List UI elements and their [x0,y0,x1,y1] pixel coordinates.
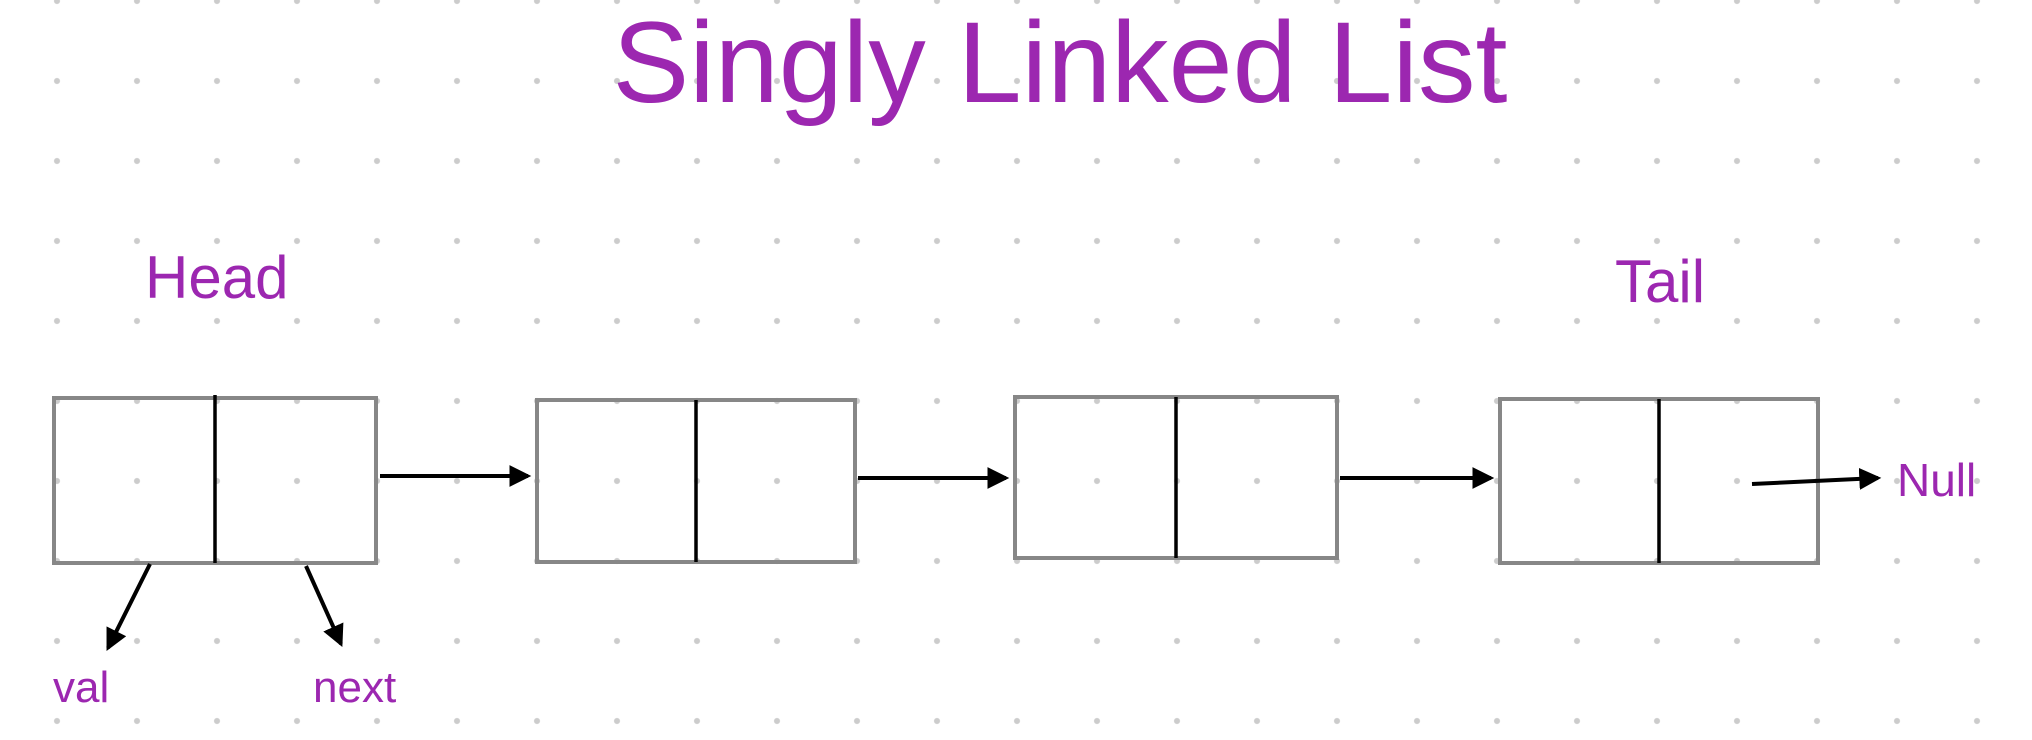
node-3 [1013,395,1339,560]
node-4 [1498,397,1820,565]
null-pointer-arrow [1751,467,1882,490]
val-field-label: val [53,663,109,712]
next-annotation-arrow [304,565,344,648]
head-label: Head [145,244,288,311]
node-2 [535,398,857,564]
next-field-label: next [313,663,396,712]
null-label: Null [1897,454,1976,506]
tail-label: Tail [1615,248,1705,315]
val-annotation-arrow [106,563,152,651]
diagram-title: Singly Linked List [613,0,1508,127]
node-1 [52,395,378,565]
